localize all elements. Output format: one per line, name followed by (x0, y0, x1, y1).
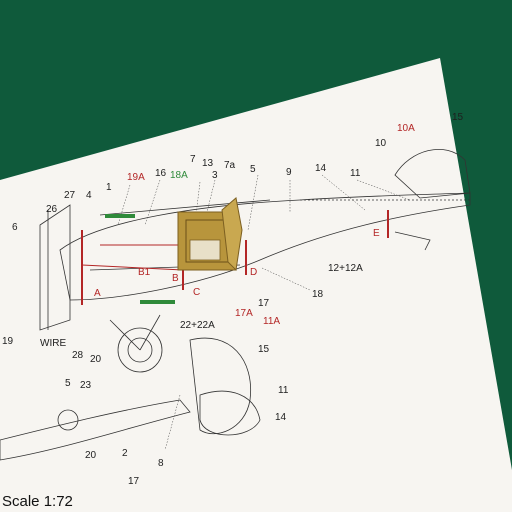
scale-caption: Scale 1:72 (2, 493, 73, 510)
green-part-mark (105, 214, 135, 218)
label-12-12A: 12+12A (328, 263, 363, 274)
label-18A: 18A (170, 170, 188, 181)
label-D: D (250, 267, 257, 278)
label-A: A (94, 288, 101, 299)
label-22-22A: 22+22A (180, 320, 215, 331)
label-1: 1 (106, 182, 112, 193)
plan-paper (0, 58, 512, 512)
label-28: 28 (72, 350, 84, 361)
label-5-lower: 5 (65, 378, 71, 389)
part-labels: 10A 15 10 19A 16 18A 7 13 3 7a 5 9 14 11… (2, 112, 464, 487)
label-17-lower: 17 (128, 476, 140, 487)
label-27: 27 (64, 190, 76, 201)
label-4: 4 (86, 190, 92, 201)
label-C: C (193, 287, 200, 298)
label-7a: 7a (224, 160, 236, 171)
label-3: 3 (212, 170, 218, 181)
label-11-lower: 11 (278, 385, 289, 396)
label-20-lower: 20 (85, 450, 97, 461)
label-17: 17 (258, 298, 270, 309)
label-B1: B1 (138, 267, 151, 278)
label-23: 23 (80, 380, 92, 391)
label-WIRE: WIRE (40, 338, 66, 349)
label-17A: 17A (235, 308, 253, 319)
label-10A: 10A (397, 123, 415, 134)
label-18: 18 (312, 289, 324, 300)
label-5: 5 (250, 164, 256, 175)
label-19A: 19A (127, 172, 145, 183)
label-8: 8 (158, 458, 164, 469)
green-part-mark (140, 300, 175, 304)
label-20: 20 (90, 354, 102, 365)
station-lines (81, 244, 184, 271)
label-14: 14 (315, 163, 327, 174)
label-6: 6 (12, 222, 18, 233)
leader-lines (117, 174, 411, 451)
label-11: 11 (350, 168, 361, 179)
label-14-lower: 14 (275, 412, 287, 423)
label-11A: 11A (263, 316, 280, 327)
label-15-lower: 15 (258, 344, 270, 355)
label-15: 15 (452, 112, 464, 123)
label-13: 13 (202, 158, 214, 169)
label-7: 7 (190, 154, 196, 165)
label-26: 26 (46, 204, 58, 215)
brass-photoetch-part (177, 197, 243, 272)
label-16: 16 (155, 168, 167, 179)
fuselage-outline (0, 149, 471, 461)
label-B: B (172, 273, 179, 284)
label-9: 9 (286, 167, 292, 178)
label-10: 10 (375, 138, 387, 149)
label-19: 19 (2, 336, 14, 347)
label-2: 2 (122, 448, 128, 459)
label-E: E (373, 228, 380, 239)
